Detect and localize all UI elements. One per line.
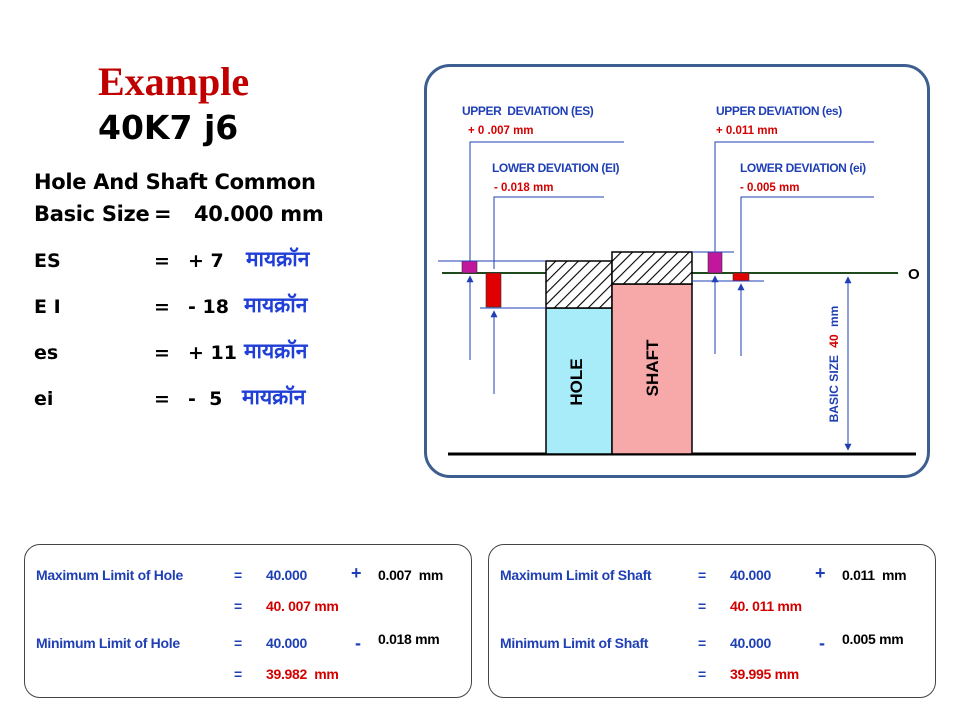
upper-dev-shaft-label: UPPER DEVIATION (es)	[716, 104, 842, 118]
ei-shaft-label: ei	[34, 388, 54, 410]
ei-shaft-value: - 5	[188, 388, 223, 410]
basic-size-label: Basic Size	[34, 202, 150, 226]
common-heading: Hole And Shaft Common	[34, 170, 316, 194]
hole-min-dev: 0.018 mm	[378, 631, 440, 647]
es-marker	[461, 260, 478, 274]
basic-size-text-word: BASIC SIZE	[827, 355, 841, 422]
ei-shaft-unit: मायक्रॉन	[242, 385, 306, 409]
hole-min-base: 40.000	[266, 635, 308, 651]
shaft-limits-box: Maximum Limit of Shaft = 40.000 + 0.011 …	[488, 544, 936, 698]
shaft-min-base: 40.000	[730, 635, 772, 651]
hole-min-result: 39.982 mm	[266, 666, 339, 682]
ei-hole-label: E I	[34, 296, 61, 318]
slide-title: Example	[98, 59, 250, 104]
hole-min-label: Minimum Limit of Hole	[36, 635, 180, 651]
es-shaft-marker	[707, 251, 723, 274]
es-value: + 7	[188, 250, 224, 272]
shaft-min-eq2: =	[698, 666, 706, 682]
ei-hole-value: - 18	[188, 296, 229, 318]
basic-size-unit: mm	[827, 306, 841, 327]
ei-hole-leader	[480, 196, 604, 394]
es-shaft-label: es	[34, 342, 59, 364]
shaft-min-op: -	[819, 633, 825, 653]
es-shaft-eq: =	[154, 342, 170, 364]
hole-max-base: 40.000	[266, 567, 308, 583]
es-shaft-row: es = + 11 मायक्रॉन	[34, 339, 354, 364]
hole-max-eq: =	[234, 567, 242, 583]
ei-shaft-row: ei = - 5 मायक्रॉन	[34, 385, 354, 410]
hole-min-eq2: =	[234, 666, 242, 682]
hole-max-op: +	[351, 563, 362, 583]
upper-dev-hole-label: UPPER DEVIATION (ES)	[462, 104, 594, 118]
basic-size-row: Basic Size = 40.000 mm	[34, 202, 354, 226]
es-shaft-leader	[692, 141, 874, 354]
ei-hole-marker	[485, 272, 502, 308]
hole-max-label: Maximum Limit of Hole	[36, 567, 183, 583]
ei-shaft-eq: =	[154, 388, 170, 410]
lower-dev-shaft-label: LOWER DEVIATION (ei)	[740, 161, 866, 175]
ei-shaft-marker	[732, 272, 750, 282]
shaft-max-dev: 0.011 mm	[842, 567, 907, 583]
hole-min-eq: =	[234, 635, 242, 651]
zero-line-label: O	[908, 266, 920, 283]
shaft-tolerance-zone	[611, 251, 693, 285]
lower-dev-hole-value: - 0.018 mm	[494, 182, 553, 194]
es-shaft-unit: मायक्रॉन	[244, 339, 308, 363]
lower-dev-shaft-value: - 0.005 mm	[740, 182, 799, 194]
hole-max-eq2: =	[234, 598, 242, 614]
hole-limits-box: Maximum Limit of Hole = 40.000 + 0.007 m…	[24, 544, 472, 698]
hole-tolerance-zone	[545, 260, 613, 309]
basic-size-eq: =	[154, 202, 172, 226]
shaft-min-result: 39.995 mm	[730, 666, 799, 682]
es-unit: मायक्रॉन	[246, 247, 310, 271]
shaft-max-result: 40. 011 mm	[730, 598, 802, 614]
shaft-body	[611, 283, 693, 455]
hole-max-dev: 0.007 mm	[378, 567, 444, 583]
upper-dev-shaft-value: + 0.011 mm	[716, 125, 778, 137]
basic-size-number: 40	[827, 334, 841, 348]
shaft-min-label: Minimum Limit of Shaft	[500, 635, 649, 651]
fit-designation: 40K7 j6	[98, 108, 239, 147]
es-row: ES = + 7 मायक्रॉन	[34, 247, 354, 272]
upper-dev-hole-value: + 0 .007 mm	[468, 125, 534, 137]
shaft-max-base: 40.000	[730, 567, 772, 583]
shaft-max-op: +	[815, 563, 826, 583]
hole-label: HOLE	[567, 358, 586, 405]
basic-size-text: BASIC SIZE 40 mm	[827, 306, 841, 423]
ei-hole-eq: =	[154, 296, 170, 318]
es-leader	[438, 141, 624, 360]
tolerance-diagram: O HOLE SHAFT BASIC SIZE 40 mm	[438, 104, 920, 456]
shaft-min-eq: =	[698, 635, 706, 651]
hole-min-op: -	[355, 633, 361, 653]
lower-dev-hole-label: LOWER DEVIATION (EI)	[492, 161, 620, 175]
shaft-max-eq: =	[698, 567, 706, 583]
ei-hole-unit: मायक्रॉन	[244, 293, 308, 317]
shaft-min-dev: 0.005 mm	[842, 631, 904, 647]
hole-max-result: 40. 007 mm	[266, 598, 339, 614]
ei-shaft-leader	[692, 196, 874, 356]
es-label: ES	[34, 250, 61, 272]
es-eq: =	[154, 250, 170, 272]
shaft-max-label: Maximum Limit of Shaft	[500, 567, 652, 583]
shaft-label: SHAFT	[643, 339, 662, 396]
es-shaft-value: + 11	[188, 342, 237, 364]
ei-hole-row: E I = - 18 मायक्रॉन	[34, 293, 354, 318]
basic-size-value: 40.000 mm	[194, 202, 324, 226]
shaft-max-eq2: =	[698, 598, 706, 614]
